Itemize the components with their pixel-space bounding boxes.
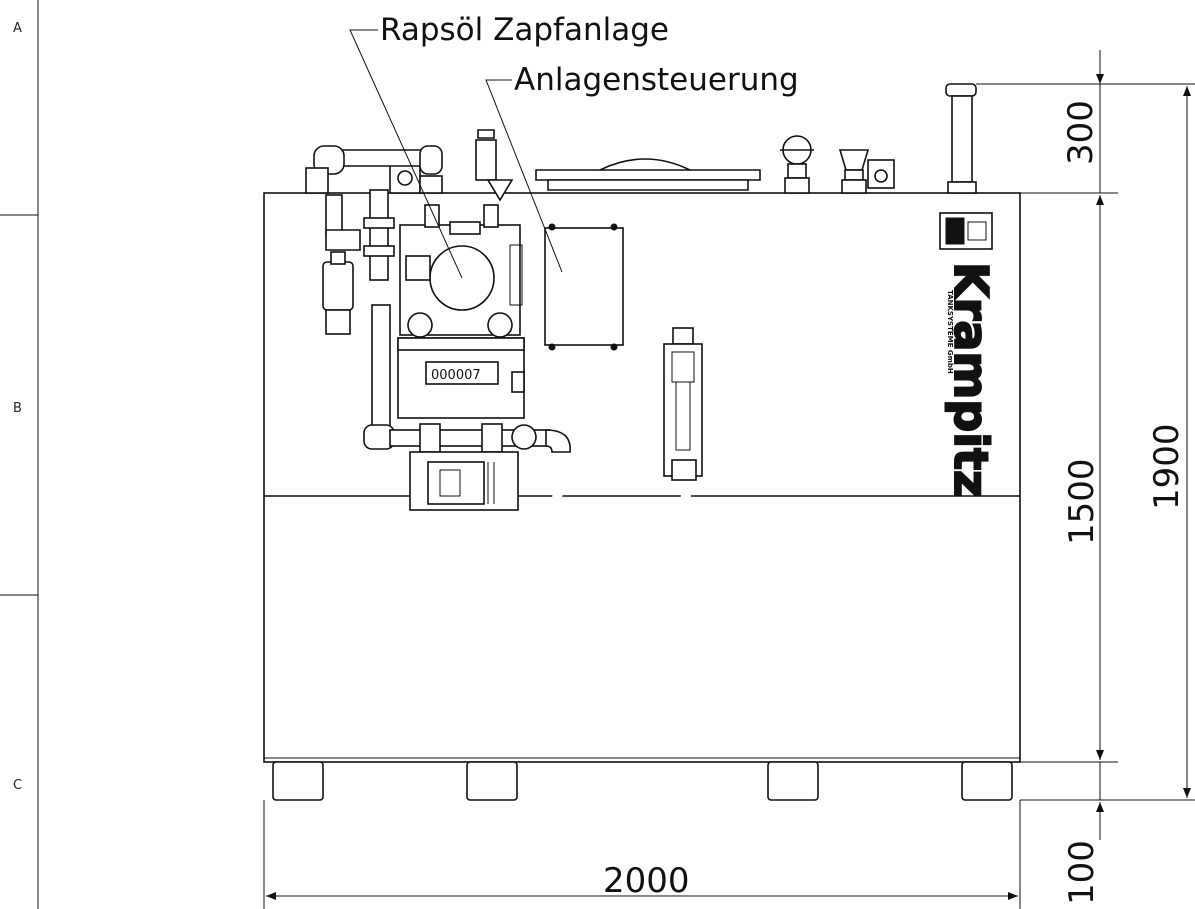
piping bbox=[305, 129, 571, 453]
meter-reading: 000007 bbox=[431, 368, 481, 383]
callout-dispenser: Rapsöl Zapfanlage bbox=[380, 12, 669, 48]
dim-width: 2000 bbox=[603, 861, 690, 901]
dispenser-unit: 000007 bbox=[397, 204, 525, 511]
brand-name: Krampitz bbox=[944, 262, 998, 497]
foot-1 bbox=[272, 761, 324, 801]
control-box bbox=[544, 223, 624, 351]
tank-body bbox=[263, 192, 1021, 763]
drawing-frame: A B C bbox=[0, 0, 39, 909]
tank-feet bbox=[272, 761, 1013, 801]
meter-window bbox=[425, 361, 499, 385]
solenoid-valve bbox=[322, 251, 354, 335]
dim-feet-height: 100 bbox=[1062, 840, 1102, 905]
callout-leaders bbox=[349, 29, 563, 279]
top-fittings bbox=[389, 83, 977, 194]
foot-4 bbox=[961, 761, 1013, 801]
dim-total-height: 1900 bbox=[1147, 423, 1187, 510]
hose-and-nozzle bbox=[549, 327, 703, 736]
dim-tank-height: 1500 bbox=[1062, 458, 1102, 545]
vent-pipe bbox=[951, 95, 973, 183]
brand-logo: Krampitz TANKSYSTEME GmbH bbox=[939, 212, 999, 498]
zone-label-c: C bbox=[13, 778, 22, 793]
dimension-lines bbox=[266, 50, 1191, 900]
extension-lines bbox=[263, 83, 1195, 909]
foot-3 bbox=[767, 761, 819, 801]
foot-2 bbox=[466, 761, 518, 801]
vent-cap bbox=[945, 83, 977, 97]
dim-vent-height: 300 bbox=[1061, 100, 1101, 165]
zone-label-b: B bbox=[13, 401, 22, 416]
zone-label-a: A bbox=[13, 21, 22, 36]
brand-sub: TANKSYSTEME GmbH bbox=[946, 290, 954, 374]
callout-control: Anlagensteuerung bbox=[514, 62, 799, 98]
